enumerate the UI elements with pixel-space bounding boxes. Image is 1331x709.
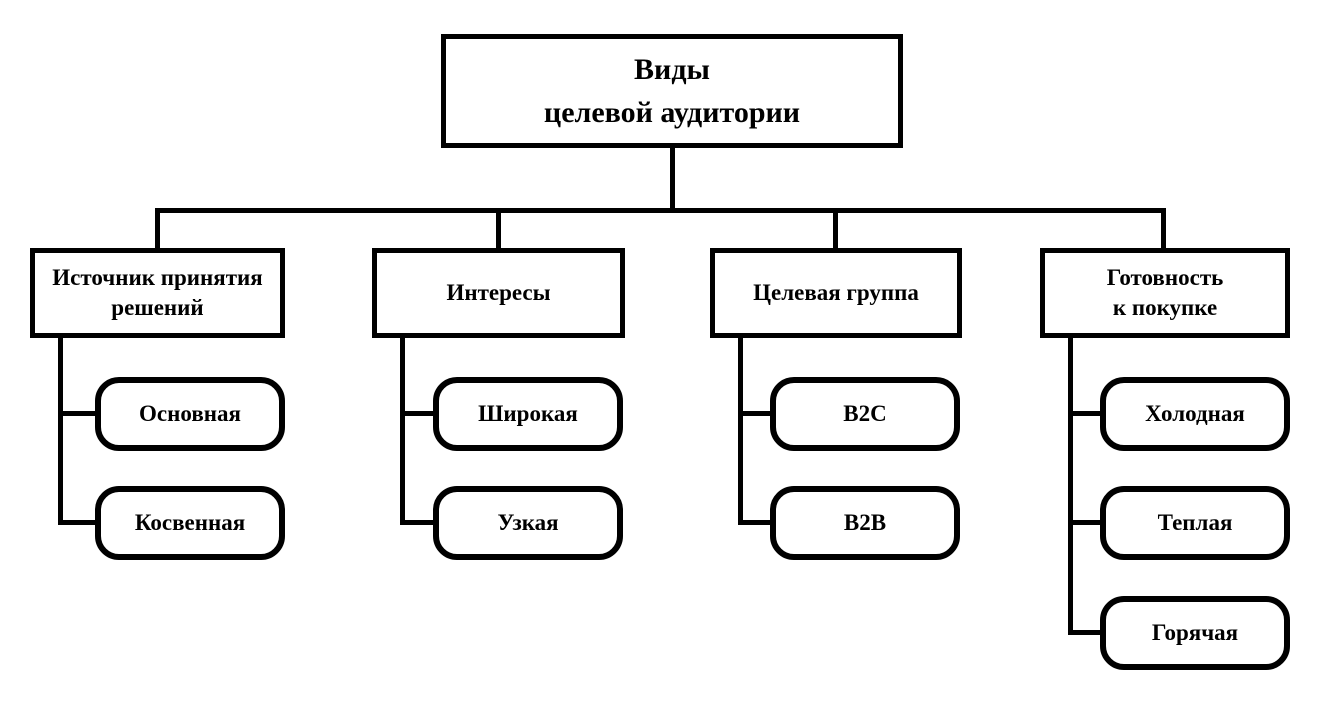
node-label-line: Косвенная	[134, 510, 246, 535]
node-label-line: Горячая	[1151, 620, 1239, 645]
node-label-line: целевой аудитории	[543, 96, 801, 129]
node-label-line: Основная	[139, 401, 241, 426]
node-label-line: к покупке	[1112, 295, 1218, 320]
node-leaf-cold: Холодная	[1100, 377, 1290, 451]
connector-branch1-stub1	[58, 411, 100, 416]
connector-branch4-spine	[1068, 335, 1073, 635]
connector-drop-branch2	[496, 210, 501, 252]
node-label-line: Источник принятия	[52, 264, 263, 290]
node-label-line: Интересы	[446, 279, 551, 305]
connector-branch4-stub3	[1068, 630, 1105, 635]
node-root-title: Виды целевой аудитории	[441, 34, 903, 148]
node-label-line: Теплая	[1157, 510, 1233, 535]
connector-branch3-stub2	[738, 520, 775, 525]
node-leaf-indirect: Косвенная	[95, 486, 285, 560]
node-leaf-b2b: B2B	[770, 486, 960, 560]
node-leaf-primary: Основная	[95, 377, 285, 451]
node-label-line: B2C	[843, 401, 887, 426]
node-label-line: Целевая группа	[753, 279, 919, 305]
connector-drop-branch3	[833, 210, 838, 252]
connector-branch2-stub1	[400, 411, 438, 416]
node-label-line: решений	[111, 295, 204, 320]
node-leaf-b2c: B2C	[770, 377, 960, 451]
node-branch-target-group: Целевая группа	[710, 248, 962, 338]
node-label-line: Готовность	[1106, 264, 1224, 290]
node-label-line: Холодная	[1145, 401, 1245, 426]
node-label-line: Широкая	[478, 401, 578, 426]
node-label-line: Виды	[634, 52, 710, 86]
connector-root-drop	[670, 140, 675, 212]
connector-branch1-spine	[58, 335, 63, 525]
connector-drop-branch4	[1161, 210, 1166, 252]
connector-drop-branch1	[155, 210, 160, 252]
node-branch-purchase-readiness: Готовность к покупке	[1040, 248, 1290, 338]
connector-branch4-stub2	[1068, 520, 1105, 525]
node-branch-interests: Интересы	[372, 248, 625, 338]
connector-bus	[155, 208, 1166, 213]
node-leaf-broad: Широкая	[433, 377, 623, 451]
connector-branch3-stub1	[738, 411, 775, 416]
node-leaf-narrow: Узкая	[433, 486, 623, 560]
node-leaf-hot: Горячая	[1100, 596, 1290, 670]
node-label-line: Узкая	[497, 510, 559, 535]
node-branch-decision-source: Источник принятия решений	[30, 248, 285, 338]
node-leaf-warm: Теплая	[1100, 486, 1290, 560]
connector-branch3-spine	[738, 335, 743, 525]
connector-branch2-spine	[400, 335, 405, 525]
node-label-line: B2B	[843, 510, 887, 535]
connector-branch4-stub1	[1068, 411, 1105, 416]
connector-branch1-stub2	[58, 520, 100, 525]
connector-branch2-stub2	[400, 520, 438, 525]
